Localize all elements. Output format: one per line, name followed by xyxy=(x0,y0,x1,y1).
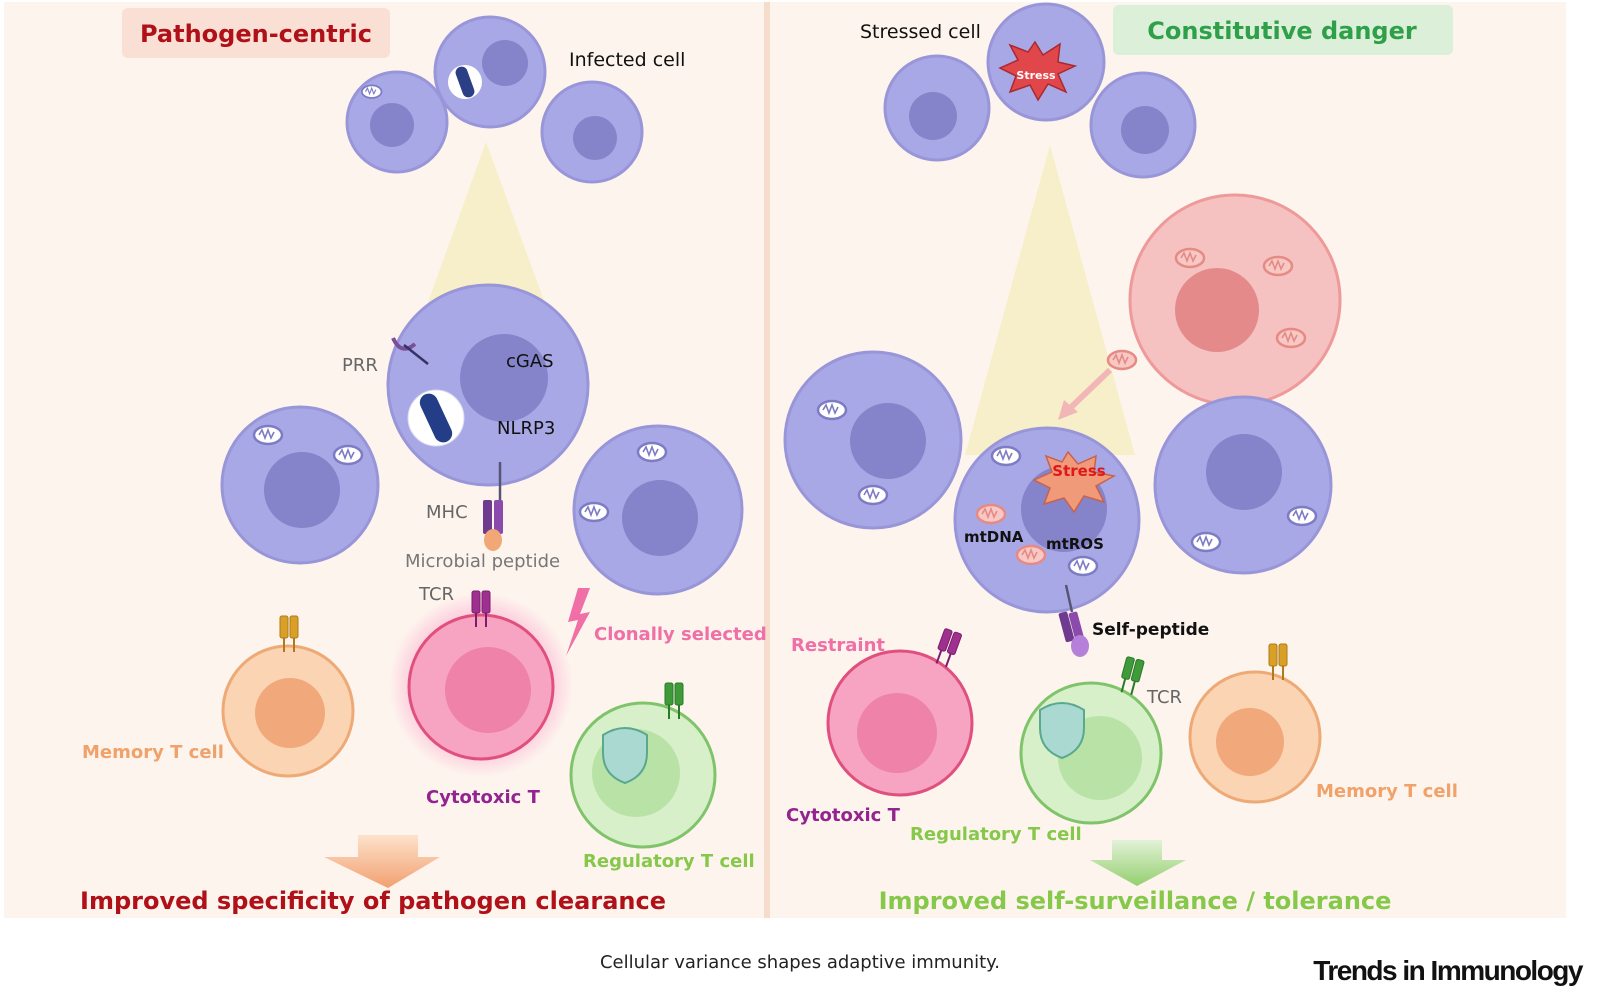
stressed-neighbor-right xyxy=(1089,71,1197,179)
clonally-selected-label: Clonally selected xyxy=(594,624,767,645)
stress-badge-large: Stress xyxy=(1052,462,1105,480)
constitutive-danger-title: Constitutive danger xyxy=(1147,17,1417,45)
prr-receptor-icon xyxy=(391,337,417,351)
mhc-label: MHC xyxy=(426,502,468,523)
self-mhc-icon xyxy=(1058,611,1075,643)
microbial-peptide-label: Microbial peptide xyxy=(405,551,560,572)
regulatory-t-cell-left: Regulatory T cell xyxy=(569,682,755,872)
memory-t-cell-right-label: Memory T cell xyxy=(1316,781,1458,802)
infected-cell-cluster: Infected cell xyxy=(345,15,685,184)
right-panel: Constitutive danger Stress Stressed cell xyxy=(783,2,1458,915)
cytotoxic-t-left-label: Cytotoxic T xyxy=(426,787,541,808)
prr-label: PRR xyxy=(342,355,378,376)
self-peptide-icon xyxy=(1071,635,1089,657)
mtdna-label: mtDNA xyxy=(964,528,1024,546)
shield-icon-right xyxy=(1039,702,1085,760)
figure-caption: Cellular variance shapes adaptive immuni… xyxy=(599,952,1000,973)
right-outcome-text: Improved self-surveillance / tolerance xyxy=(879,887,1392,915)
cytotoxic-t-cell-left: TCR Cytotoxic T xyxy=(389,584,573,808)
lightning-icon xyxy=(566,588,590,656)
stressed-neighbor-left xyxy=(883,54,991,162)
tcr-label-right: TCR xyxy=(1146,687,1182,708)
stressed-cell-cluster: Stress Stressed cell xyxy=(860,2,1197,179)
apc-nucleus xyxy=(460,334,548,422)
self-peptide-label: Self-peptide xyxy=(1092,620,1209,640)
right-light-beam xyxy=(965,145,1135,455)
neighbor-cell-right-top xyxy=(540,80,644,184)
regulatory-t-cell-right-label: Regulatory T cell xyxy=(910,824,1082,845)
panel-divider xyxy=(764,2,770,918)
regulatory-t-cell-right: TCR Regulatory T cell xyxy=(910,655,1182,845)
antigen-presenting-cell: PRR cGAS NLRP3 MHC Microbial peptide xyxy=(220,283,744,596)
journal-logo: Trends in Immunology xyxy=(1313,955,1583,986)
stressed-apc: Stress mtDNA mtROS Self-peptide xyxy=(783,350,1333,657)
nlrp3-label: NLRP3 xyxy=(497,418,555,439)
stressed-cell-label: Stressed cell xyxy=(860,21,981,43)
microbial-peptide-icon xyxy=(484,529,502,551)
stress-burst-small-icon xyxy=(998,40,1078,102)
neighbor-cell-left-top xyxy=(345,70,449,174)
left-outcome-text: Improved specificity of pathogen clearan… xyxy=(80,887,666,915)
stress-badge-small: Stress xyxy=(1016,69,1056,82)
restraint-label: Restraint xyxy=(791,635,885,656)
transfer-arrow xyxy=(1063,367,1113,415)
regulatory-t-cell-left-label: Regulatory T cell xyxy=(583,851,755,872)
tcr-label-left: TCR xyxy=(418,584,454,605)
right-down-arrow xyxy=(1090,840,1186,886)
pink-donor-cell xyxy=(1058,193,1342,420)
cgas-label: cGAS xyxy=(506,351,554,372)
mhc-molecule-icon xyxy=(483,500,492,534)
left-panel: Pathogen-centric Infected cell xyxy=(80,8,767,915)
bacterium-icon xyxy=(455,66,475,98)
cytotoxic-t-cell-right: Restraint Cytotoxic T xyxy=(786,627,974,826)
left-down-arrow xyxy=(324,835,440,888)
infected-cell xyxy=(433,15,547,129)
constitutive-danger-title-box xyxy=(1113,5,1453,55)
cytotoxic-t-right-label: Cytotoxic T xyxy=(786,805,901,826)
shield-icon xyxy=(602,727,648,785)
memory-t-cell-left: Memory T cell xyxy=(82,615,355,778)
stress-burst-large-icon xyxy=(1032,450,1117,514)
pathogen-centric-title: Pathogen-centric xyxy=(140,20,372,48)
memory-t-cell-right: Memory T cell xyxy=(1188,643,1458,804)
stressed-cell: Stress xyxy=(986,2,1106,122)
memory-t-cell-left-label: Memory T cell xyxy=(82,742,224,763)
internalized-bacterium-icon xyxy=(419,393,453,443)
clonally-selected: Clonally selected xyxy=(566,588,767,656)
infected-cell-label: Infected cell xyxy=(569,49,685,71)
mtros-label: mtROS xyxy=(1046,535,1104,553)
pathogen-centric-title-box xyxy=(122,8,390,58)
